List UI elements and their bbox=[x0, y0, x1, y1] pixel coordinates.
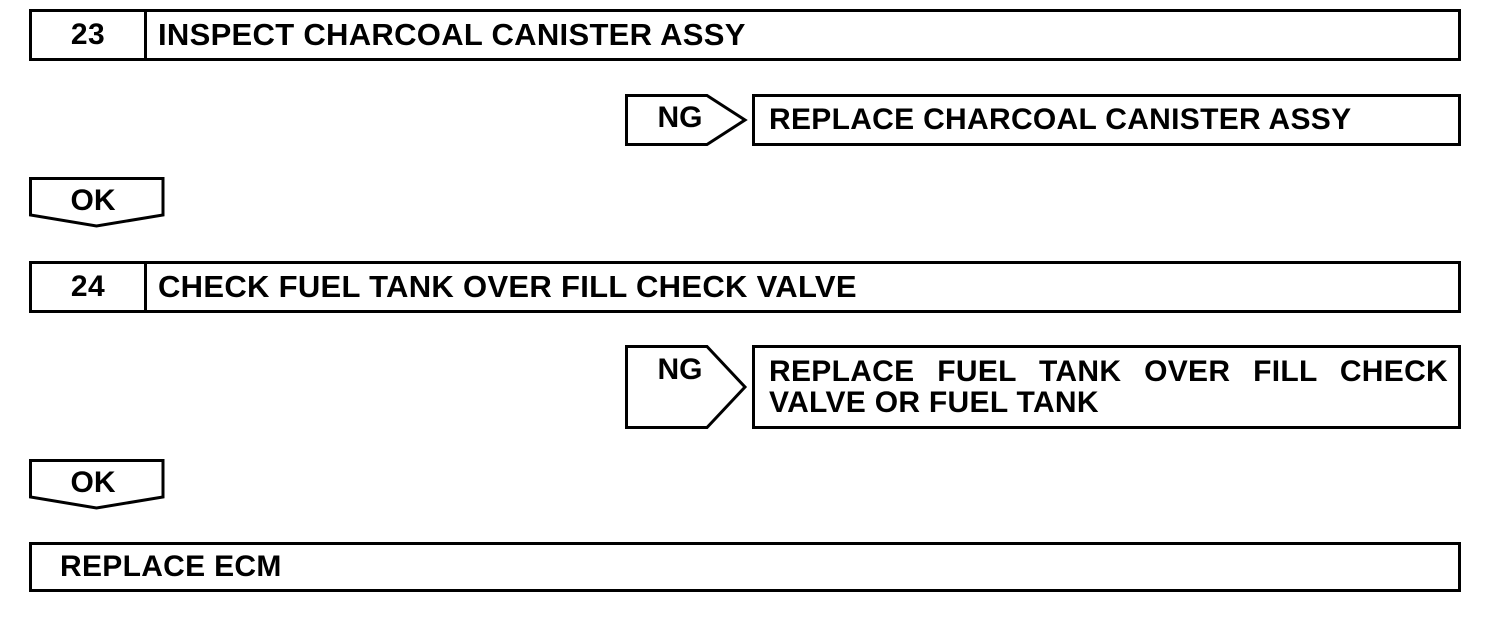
ok-arrow-shape bbox=[29, 177, 165, 228]
ng-label: NG bbox=[657, 353, 703, 386]
ok-label: OK bbox=[70, 184, 116, 217]
ok-label: OK bbox=[70, 466, 116, 499]
ng-action-box: REPLACE CHARCOAL CANISTER ASSY bbox=[752, 94, 1461, 146]
step-number: 23 bbox=[32, 12, 147, 58]
ng-arrow-shape bbox=[625, 94, 748, 146]
step-number: 24 bbox=[32, 264, 147, 310]
final-action-text: REPLACE ECM bbox=[60, 550, 282, 583]
step-title: CHECK FUEL TANK OVER FILL CHECK VALVE bbox=[158, 269, 857, 304]
ng-label: NG bbox=[657, 101, 703, 134]
ng-action-box: REPLACE FUEL TANK OVER FILL CHECK VALVE … bbox=[752, 345, 1461, 429]
ng-action-line: REPLACE FUEL TANK OVER FILL CHECK bbox=[769, 355, 1448, 388]
step-23-box: 23 INSPECT CHARCOAL CANISTER ASSY bbox=[29, 9, 1461, 61]
ok-arrow-shape bbox=[29, 459, 165, 510]
step-title: INSPECT CHARCOAL CANISTER ASSY bbox=[158, 17, 746, 52]
ng-action-line: VALVE OR FUEL TANK bbox=[769, 386, 1099, 419]
ng-arrow-shape bbox=[625, 345, 748, 429]
final-action-box: REPLACE ECM bbox=[29, 542, 1461, 592]
step-24-box: 24 CHECK FUEL TANK OVER FILL CHECK VALVE bbox=[29, 261, 1461, 313]
ng-action-text: REPLACE CHARCOAL CANISTER ASSY bbox=[769, 103, 1352, 136]
